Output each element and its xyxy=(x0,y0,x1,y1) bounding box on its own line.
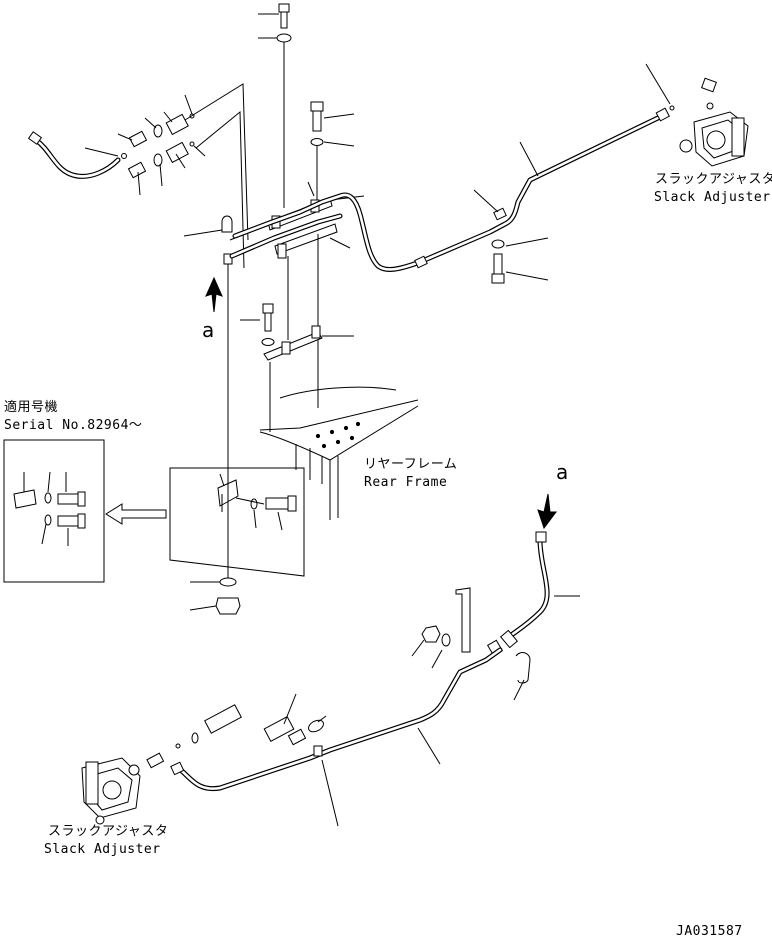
slack-adjuster-top-jp-label: スラックアジャスタ xyxy=(655,172,772,187)
drawing-number: JA031587 xyxy=(676,924,743,939)
right-bolt-washer xyxy=(491,237,549,284)
clamp-assembly xyxy=(183,181,365,340)
slack-adjuster-bottom-jp-label: スラックアジャスタ xyxy=(48,824,169,839)
lower-clamp-bracket xyxy=(240,303,354,432)
upper-brake-pipe xyxy=(229,105,675,272)
view-a-bottom-label: a xyxy=(556,460,569,484)
slack-adjuster-bottom-en-label: Slack Adjuster xyxy=(44,842,161,857)
slack-adjuster-top xyxy=(645,63,749,167)
lower-bracket xyxy=(411,587,531,701)
rear-frame-jp-label: リヤーフレーム xyxy=(364,457,458,472)
lower-hose-assembly xyxy=(499,493,580,649)
mid-bolt-washer xyxy=(310,101,355,202)
banjo-fitting xyxy=(221,215,251,580)
slack-adjuster-bottom xyxy=(81,757,141,825)
detail-box-serial xyxy=(3,439,105,583)
upper-hose-assembly xyxy=(27,113,195,179)
view-arrow-top xyxy=(205,276,223,313)
inset-arrow xyxy=(105,503,167,525)
bottom-nut-washer xyxy=(189,577,241,615)
rear-frame-en-label: Rear Frame xyxy=(364,475,448,490)
lower-brake-pipe xyxy=(170,647,503,827)
serial-en-label: Serial No.82964～ xyxy=(4,418,143,433)
rear-frame xyxy=(259,386,419,520)
detail-box-current xyxy=(169,467,305,577)
slack-adjuster-top-en-label: Slack Adjuster xyxy=(654,190,771,205)
mounting-plate-outline xyxy=(184,83,249,269)
top-bolt-washer xyxy=(258,3,292,208)
serial-jp-label: 適用号機 xyxy=(4,400,59,415)
leader-lines-upper-left xyxy=(84,94,206,196)
lower-fittings xyxy=(146,693,327,769)
view-a-top-label: a xyxy=(202,318,215,342)
